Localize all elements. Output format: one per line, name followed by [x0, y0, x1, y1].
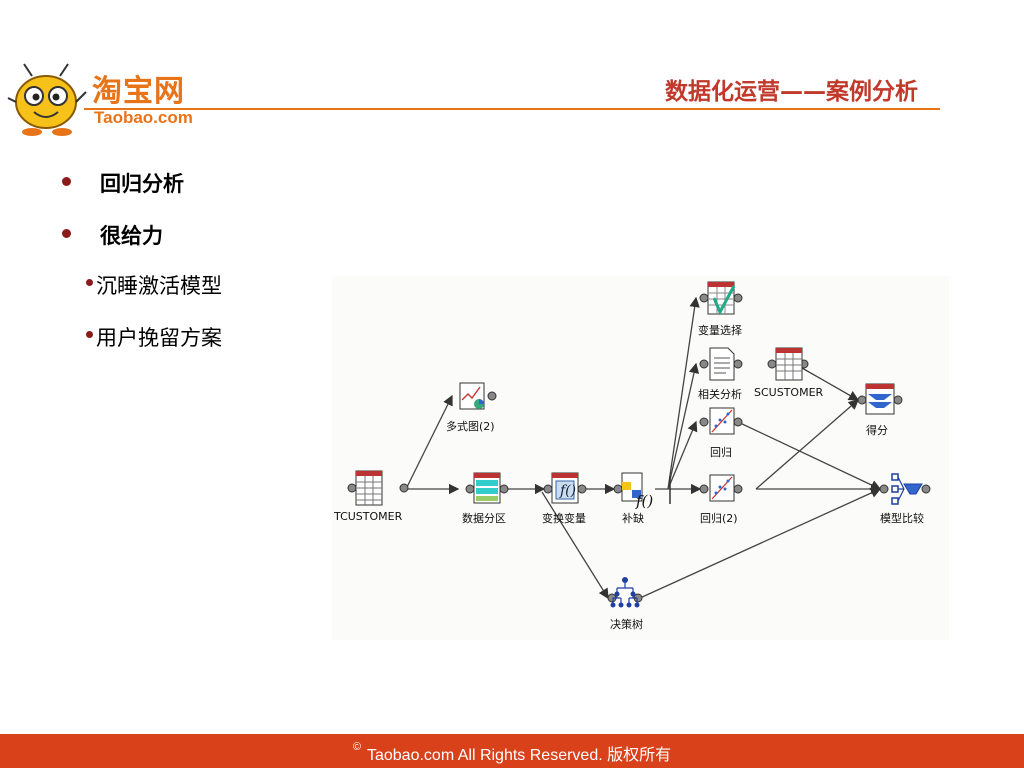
impute-node[interactable]: f() [613, 472, 671, 510]
varselect-node[interactable] [699, 281, 743, 316]
bullet-text: 用户挽留方案 [96, 326, 222, 350]
transform-label: 变换变量 [542, 512, 586, 525]
bullet-text: 沉睡激活模型 [96, 274, 222, 298]
partition-label: 数据分区 [462, 512, 506, 525]
table-icon [775, 347, 803, 381]
corr-label: 相关分析 [698, 388, 742, 401]
compare-label: 模型比较 [880, 512, 924, 525]
partition-node[interactable] [465, 472, 509, 504]
tcustomer-node[interactable] [347, 470, 409, 506]
footer-text: Taobao.com All Rights Reserved. 版权所有 [366, 747, 672, 764]
table-icon [355, 470, 383, 506]
partition-icon [473, 472, 501, 504]
taobao-logo: 淘宝网 Taobao.com [6, 62, 226, 138]
bullet-text: 很给力 [100, 224, 163, 248]
ant-mascot-icon [7, 63, 87, 136]
logo-chinese-text: 淘宝网 [92, 74, 185, 109]
header-divider [84, 108, 940, 110]
scustomer-label: SCUSTOMER [754, 386, 824, 399]
tree-icon [610, 577, 640, 608]
copyright-symbol: © [352, 741, 361, 753]
transform-node[interactable]: f() [543, 472, 587, 504]
varselect-label: 变量选择 [698, 324, 742, 337]
bullet-dot-icon [62, 229, 71, 238]
slide-title: 数据化运营——案例分析 [665, 79, 918, 105]
score-node[interactable] [857, 383, 903, 415]
bullet-text: 回归分析 [100, 172, 184, 196]
svg-text:f(): f() [635, 492, 653, 510]
bullet-dot-icon [86, 331, 93, 338]
tree-label: 决策树 [610, 618, 643, 631]
compare-node[interactable] [879, 473, 931, 505]
reg1-node[interactable] [699, 407, 743, 435]
tree-node[interactable] [607, 577, 643, 608]
multichart-label: 多式图(2) [446, 420, 495, 433]
impute-label: 补缺 [622, 512, 644, 525]
reg2-node[interactable] [699, 474, 743, 502]
multichart-node[interactable] [459, 382, 497, 410]
bullet-dot-icon [62, 177, 71, 186]
footer-copyright: © Taobao.com All Rights Reserved. 版权所有 [0, 741, 1024, 765]
score-label: 得分 [866, 424, 888, 437]
tcustomer-label: TCUSTOMER [334, 510, 403, 523]
bullet-dot-icon [86, 279, 93, 286]
svg-text:f(): f() [559, 483, 576, 499]
function-icon: f() [551, 472, 579, 504]
corr-node[interactable] [699, 347, 743, 381]
reg1-label: 回归 [710, 446, 732, 459]
scatter-icon [709, 407, 735, 435]
document-icon [709, 347, 735, 381]
compare-icon [891, 473, 923, 505]
logo-english-text: Taobao.com [94, 108, 193, 127]
reg2-label: 回归(2) [700, 512, 738, 525]
scatter-icon [709, 474, 735, 502]
score-icon [865, 383, 895, 415]
variable-select-icon [707, 281, 736, 316]
footer-bar: © Taobao.com All Rights Reserved. 版权所有 [0, 734, 1024, 768]
process-flow-diagram: f() f() [332, 276, 949, 640]
chart-icon [459, 382, 485, 410]
scustomer-node[interactable] [767, 347, 809, 381]
connector-lines [405, 296, 882, 600]
impute-icon: f() [621, 472, 653, 510]
